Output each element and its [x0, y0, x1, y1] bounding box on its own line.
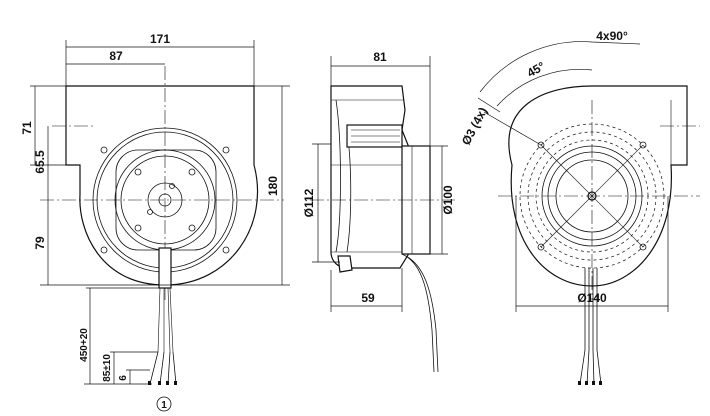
dim-450: 450+20 — [79, 328, 90, 362]
front-screw — [147, 209, 153, 215]
dim-71: 71 — [20, 121, 34, 135]
angle-arc-45 — [496, 69, 593, 107]
front-wire — [157, 287, 161, 353]
front-wire-tip — [166, 381, 169, 385]
dim-holes: Ø3 (4x) — [459, 105, 490, 147]
back-cable — [584, 268, 598, 350]
front-wire-tip — [158, 381, 161, 385]
front-cable-bundle — [158, 247, 172, 289]
dim-87: 87 — [109, 49, 123, 63]
dim-171: 171 — [150, 32, 170, 46]
front-screw — [188, 168, 196, 176]
dim-180: 180 — [266, 176, 280, 196]
front-screw — [188, 224, 196, 232]
side-inlet-curve — [335, 99, 341, 253]
dim-diameter-140: Ø140 — [577, 291, 607, 305]
front-mount-hole — [100, 246, 108, 254]
side-foot — [337, 255, 353, 273]
dim-45: 45° — [525, 59, 548, 80]
dim-85: 85±10 — [102, 354, 113, 382]
back-mount-hole — [639, 141, 647, 149]
front-wire — [169, 287, 174, 353]
front-screw — [169, 183, 175, 189]
front-mount-hole — [100, 146, 108, 154]
side-dimensions: 81 59 Ø112 Ø100 — [302, 50, 455, 312]
side-body-outline — [330, 85, 409, 269]
front-wire — [167, 287, 171, 353]
dim-6: 6 — [118, 375, 129, 381]
side-view — [310, 85, 455, 373]
front-mount-hole — [222, 146, 230, 154]
dim-59: 59 — [361, 291, 375, 305]
dim-4x90: 4x90° — [596, 29, 628, 43]
front-dimensions: 171 87 180 71 65.5 79 450+20 85±10 6 1 — [20, 32, 290, 412]
dim-79: 79 — [33, 236, 47, 250]
front-wire-tip — [174, 381, 177, 385]
dim-diameter-100: Ø100 — [441, 185, 455, 215]
callout-marker — [156, 396, 172, 412]
dim-diameter-112: Ø112 — [302, 188, 316, 217]
front-screw — [134, 224, 142, 232]
back-housing-outline — [508, 85, 688, 287]
back-wire-ends — [579, 349, 602, 385]
back-mount-hole — [537, 243, 545, 251]
angle-arc-outer — [479, 41, 641, 93]
dim-81: 81 — [373, 50, 387, 64]
front-mount-hole — [222, 246, 230, 254]
side-cable — [401, 253, 439, 373]
dim-65-5: 65.5 — [33, 150, 47, 174]
back-mount-hole — [639, 243, 647, 251]
callout-number: 1 — [161, 400, 167, 411]
front-view — [40, 66, 284, 385]
front-screw — [134, 168, 142, 176]
front-wire-tip — [148, 381, 151, 385]
back-mount-hole — [537, 141, 545, 149]
front-wire-ends — [149, 351, 177, 385]
back-view — [498, 85, 700, 385]
